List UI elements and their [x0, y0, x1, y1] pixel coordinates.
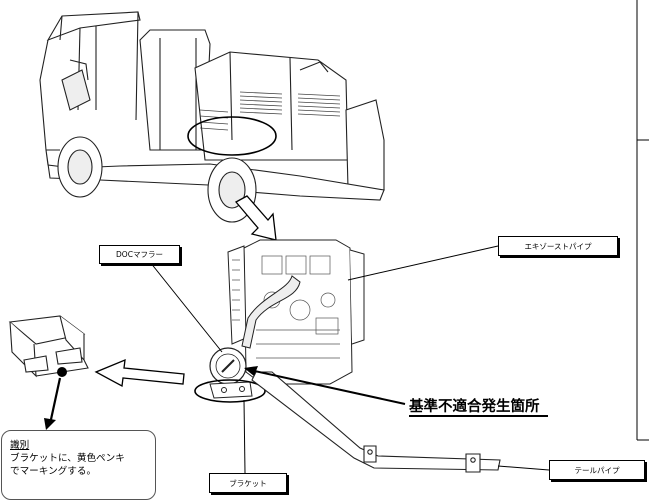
note-line-1: ブラケットに、黄色ペンキ: [10, 453, 125, 464]
page-frame: [636, 0, 649, 441]
bracket-part: [209, 381, 253, 399]
leader-lines: [149, 245, 550, 474]
tail-pipe: [251, 371, 501, 473]
hollow-arrow-down: [234, 195, 277, 241]
bracket-ellipse: [194, 379, 266, 403]
identification-arrow: [44, 377, 62, 430]
exhaust-pipe-label: エキゾーストパイプ: [498, 236, 618, 256]
doc-muffler-label: DOCマフラー: [99, 245, 180, 264]
identification-note: 識別 ブラケットに、黄色ペンキ でマーキングする。: [1, 430, 156, 500]
nonconformity-arrow: [244, 366, 548, 417]
yellow-paint-mark: [57, 367, 67, 377]
bracket-label: ブラケット: [209, 473, 287, 493]
tail-pipe-label: テールパイプ: [549, 460, 645, 480]
muffler-location-ellipse: [187, 116, 277, 156]
engine-illustration: [227, 239, 365, 385]
hollow-arrow-left: [94, 358, 185, 388]
nonconformity-location-callout: 基準不適合発生箇所: [409, 399, 540, 415]
note-line-2: でマーキングする。: [10, 466, 97, 477]
note-title: 識別: [10, 440, 30, 451]
doc-muffler: [209, 347, 247, 385]
detached-bracket: [8, 315, 89, 378]
vehicle-illustration: [39, 11, 385, 223]
